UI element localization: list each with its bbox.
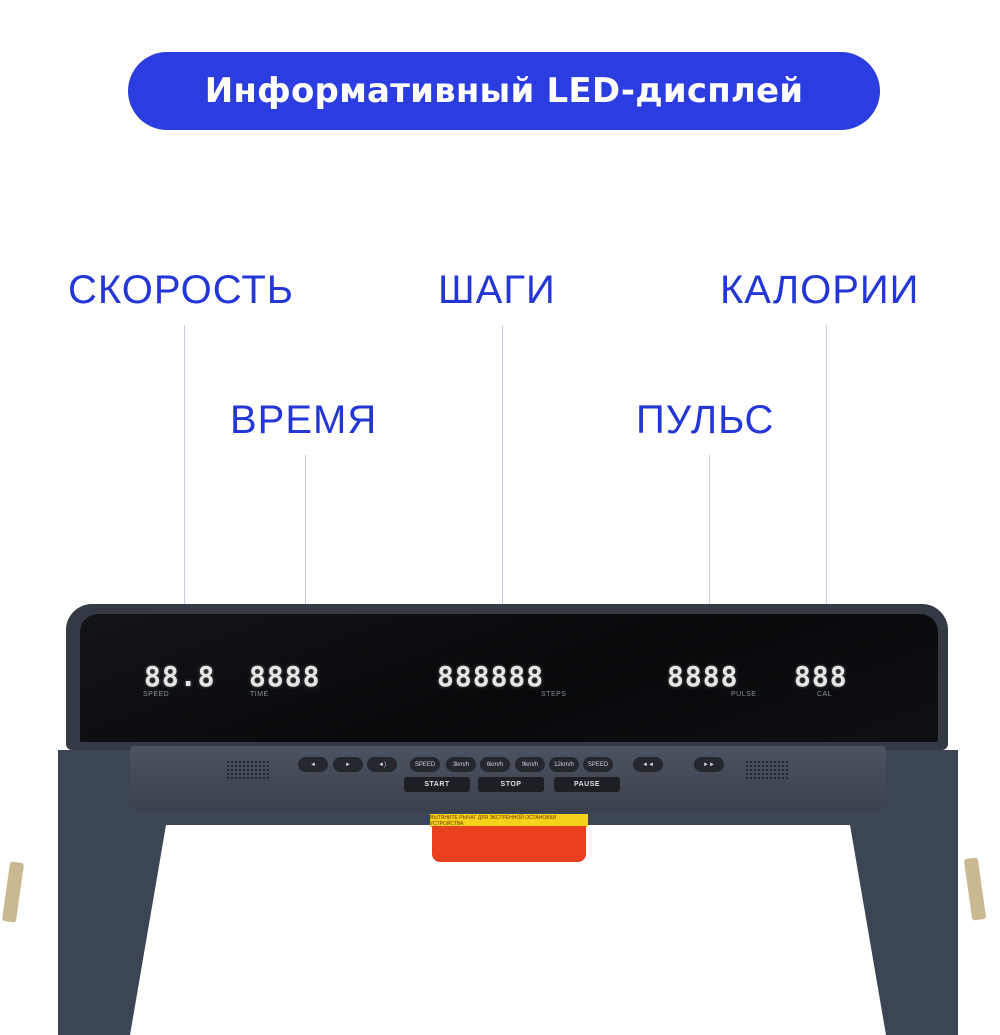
steps-caption: STEPS <box>541 691 567 698</box>
calories-readout: 888 <box>794 660 848 693</box>
calories-caption: CAL <box>817 691 833 698</box>
volume-down-button[interactable]: ◄ <box>298 757 328 772</box>
safety-key[interactable] <box>432 826 586 862</box>
preset-12kmh-button[interactable]: 12km/h <box>549 757 579 772</box>
speed-readout: 88.8 <box>144 660 216 693</box>
volume-up-button[interactable]: ◄) <box>367 757 397 772</box>
label-calories: КАЛОРИИ <box>720 268 920 312</box>
preset-3kmh-button[interactable]: 3km/h <box>446 757 476 772</box>
frame-stripe-right <box>963 857 987 921</box>
speed-down-button[interactable]: SPEED <box>410 757 440 772</box>
label-pulse: ПУЛЬС <box>636 398 775 442</box>
preset-6kmh-button[interactable]: 6km/h <box>480 757 510 772</box>
steps-readout: 888888 <box>437 660 545 693</box>
play-pause-button[interactable]: ► <box>333 757 363 772</box>
led-display <box>80 614 938 742</box>
pulse-caption: PULSE <box>731 691 757 698</box>
leader-line-steps <box>502 325 503 605</box>
label-time: ВРЕМЯ <box>230 398 378 442</box>
label-steps: ШАГИ <box>438 268 556 312</box>
page-title: Информативный LED-дисплей <box>128 52 880 130</box>
label-speed: СКОРОСТЬ <box>68 268 295 312</box>
start-button[interactable]: START <box>404 777 470 792</box>
safety-key-tag: ВЫТЯНИТЕ РЫЧАГ ДЛЯ ЭКСТРЕННОЙ ОСТАНОВКИ … <box>430 814 588 827</box>
speaker-grille-left <box>226 760 270 780</box>
pulse-readout: 8888 <box>667 660 739 693</box>
frame-stripe-left <box>1 861 25 923</box>
leader-line-calories <box>826 325 827 605</box>
leader-line-time <box>305 455 306 605</box>
previous-track-button[interactable]: ◄◄ <box>633 757 663 772</box>
pause-button[interactable]: PAUSE <box>554 777 620 792</box>
leader-line-pulse <box>709 455 710 605</box>
time-readout: 8888 <box>249 660 321 693</box>
leader-line-speed <box>184 325 185 605</box>
stop-button[interactable]: STOP <box>478 777 544 792</box>
time-caption: TIME <box>250 691 269 698</box>
next-track-button[interactable]: ►► <box>694 757 724 772</box>
speaker-grille-right <box>745 760 789 780</box>
preset-9kmh-button[interactable]: 9km/h <box>515 757 545 772</box>
speed-up-button[interactable]: SPEED <box>583 757 613 772</box>
speed-caption: SPEED <box>143 691 170 698</box>
